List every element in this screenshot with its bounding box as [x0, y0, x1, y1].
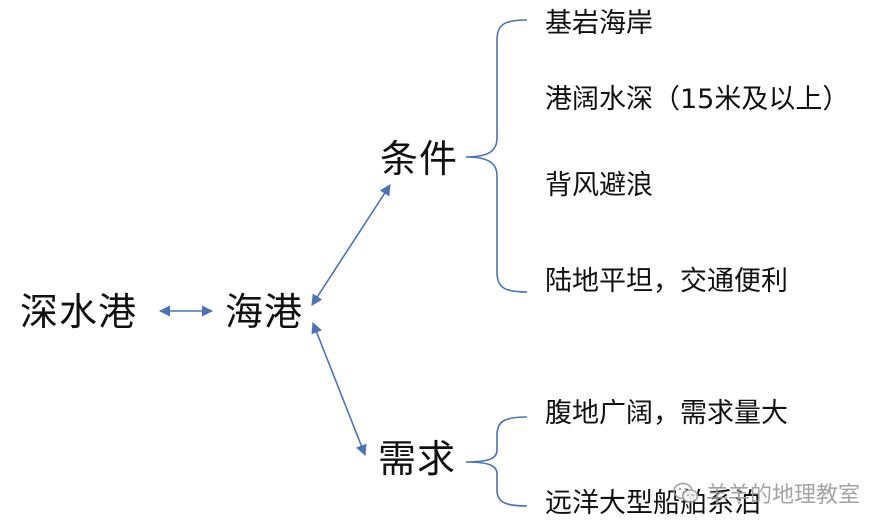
wechat-icon	[673, 482, 699, 503]
condition-brace	[465, 19, 528, 293]
demand-brace	[465, 416, 528, 507]
condition-item: 背风避浪	[545, 170, 653, 201]
demand-item: 远洋大型船舶系泊	[545, 488, 761, 519]
branch-condition-label: 条件	[380, 137, 459, 181]
center-node-label: 海港	[225, 290, 304, 334]
condition-item: 基岩海岸	[545, 8, 653, 39]
condition-item: 港阔水深（15米及以上）	[545, 84, 850, 115]
root-node-label: 深水港	[20, 290, 138, 334]
demand-item: 腹地广阔，需求量大	[545, 398, 788, 429]
center-condition-arrow	[311, 184, 391, 306]
watermark: 羊羊的地理教室	[672, 478, 860, 508]
center-demand-arrow	[311, 321, 367, 457]
watermark-text: 羊羊的地理教室	[706, 483, 861, 508]
condition-item: 陆地平坦，交通便利	[545, 266, 788, 297]
branch-demand-label: 需求	[378, 437, 457, 481]
